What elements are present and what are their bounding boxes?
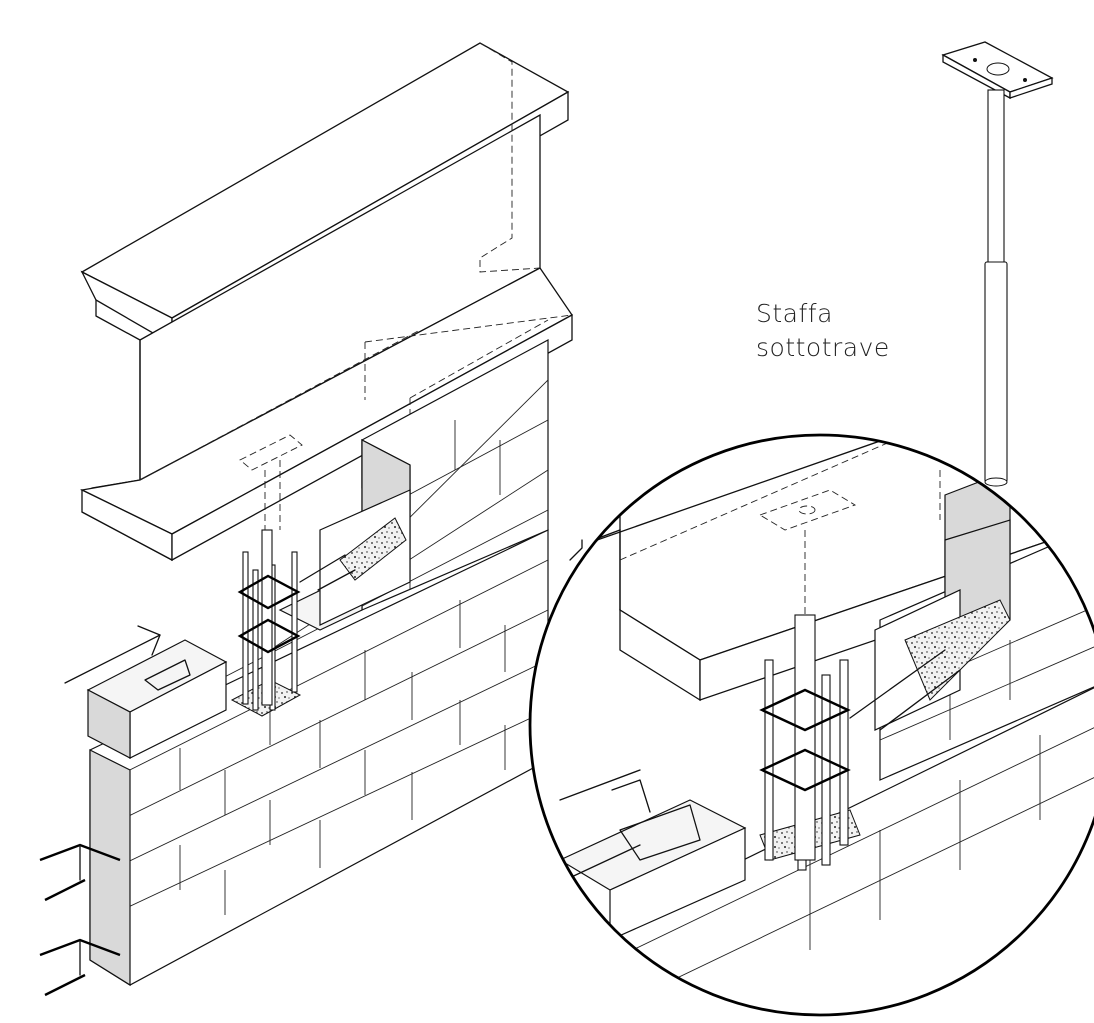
detail-circle-outline bbox=[528, 433, 1094, 1017]
label-line-2: sottotrave bbox=[756, 333, 890, 362]
column-rebars bbox=[237, 434, 356, 711]
staffa-label: Staffa sottotrave bbox=[756, 299, 890, 362]
detail-magnifier bbox=[528, 433, 1094, 1017]
staffa-prop bbox=[941, 41, 1054, 487]
label-line-1: Staffa bbox=[756, 299, 833, 328]
masonry-wall bbox=[39, 338, 549, 997]
